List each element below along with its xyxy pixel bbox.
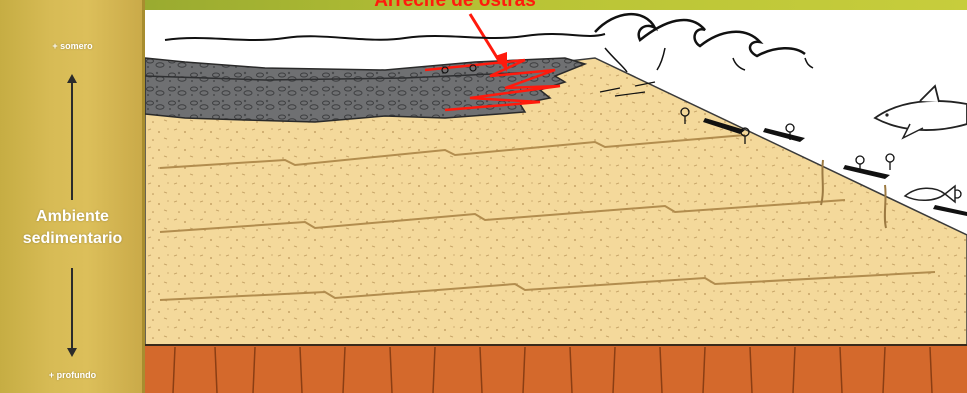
environment-label: Ambiente sedimentario xyxy=(0,206,145,250)
basement-rock xyxy=(145,345,967,393)
environment-label-line1: Ambiente xyxy=(0,206,145,228)
environment-label-line2: sedimentario xyxy=(0,228,145,250)
arrow-down-icon xyxy=(67,348,77,357)
reef-annotation-title: Arrecife de ostras xyxy=(290,0,620,11)
shallow-label: + somero xyxy=(0,41,145,51)
depth-axis-line-upper xyxy=(71,82,73,200)
depth-legend-panel: + somero Ambiente sedimentario + profund… xyxy=(0,0,145,393)
deep-label: + profundo xyxy=(0,370,145,380)
burrow-trace-2 xyxy=(885,185,886,228)
depth-axis-line-lower xyxy=(71,268,73,350)
cross-section-illustration xyxy=(145,0,967,393)
